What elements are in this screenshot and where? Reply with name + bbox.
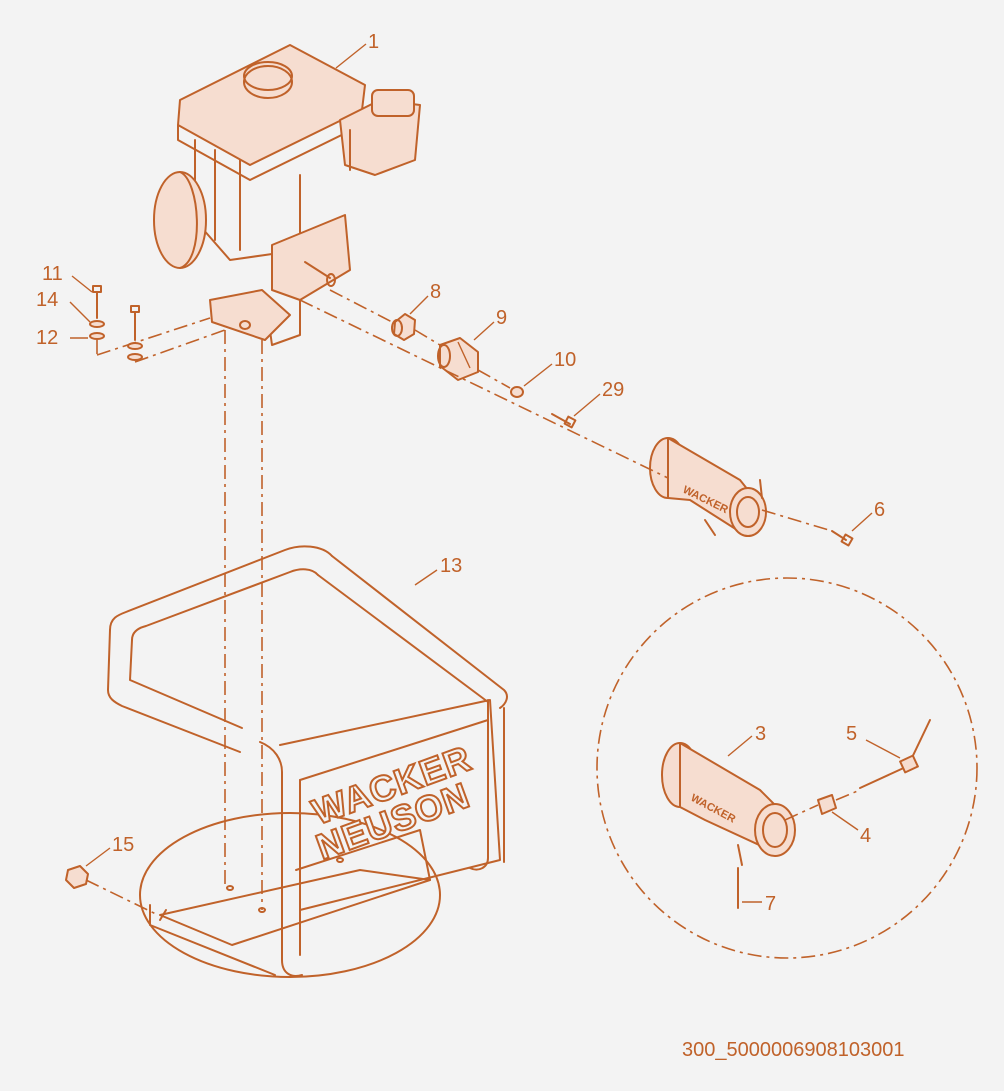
pin [831,530,854,547]
callout-12: 12 [36,327,58,349]
callout-14: 14 [36,289,58,311]
engine-assembly [153,44,421,346]
callout-leaders [69,43,901,903]
mounting-bolts [89,285,143,361]
flange-housing: WACKER [649,437,767,537]
callout-11: 11 [42,263,63,285]
cap [65,865,89,889]
callout-10: 10 [554,349,576,371]
drawing-reference: 300_5000006908103001 [682,1039,904,1061]
callout-9: 9 [496,307,507,329]
detail-view: WACKER [596,577,978,959]
callout-3: 3 [755,723,766,745]
callout-8: 8 [430,281,441,303]
callout-4: 4 [860,825,871,847]
callout-7: 7 [765,893,776,915]
bushing [391,313,416,341]
callout-5: 5 [846,723,857,745]
assembly-lines [85,289,861,916]
callout-13: 13 [440,555,462,577]
callout-1: 1 [368,31,379,53]
callout-29: 29 [602,379,624,401]
frame: WACKER NEUSON [107,545,508,978]
coupling [437,337,479,381]
washer [510,386,524,398]
screw [551,413,577,429]
callout-15: 15 [112,834,134,856]
callout-numbers: 1 8 9 10 29 6 13 11 14 12 15 3 5 4 7 [36,31,885,915]
callout-6: 6 [874,499,885,521]
